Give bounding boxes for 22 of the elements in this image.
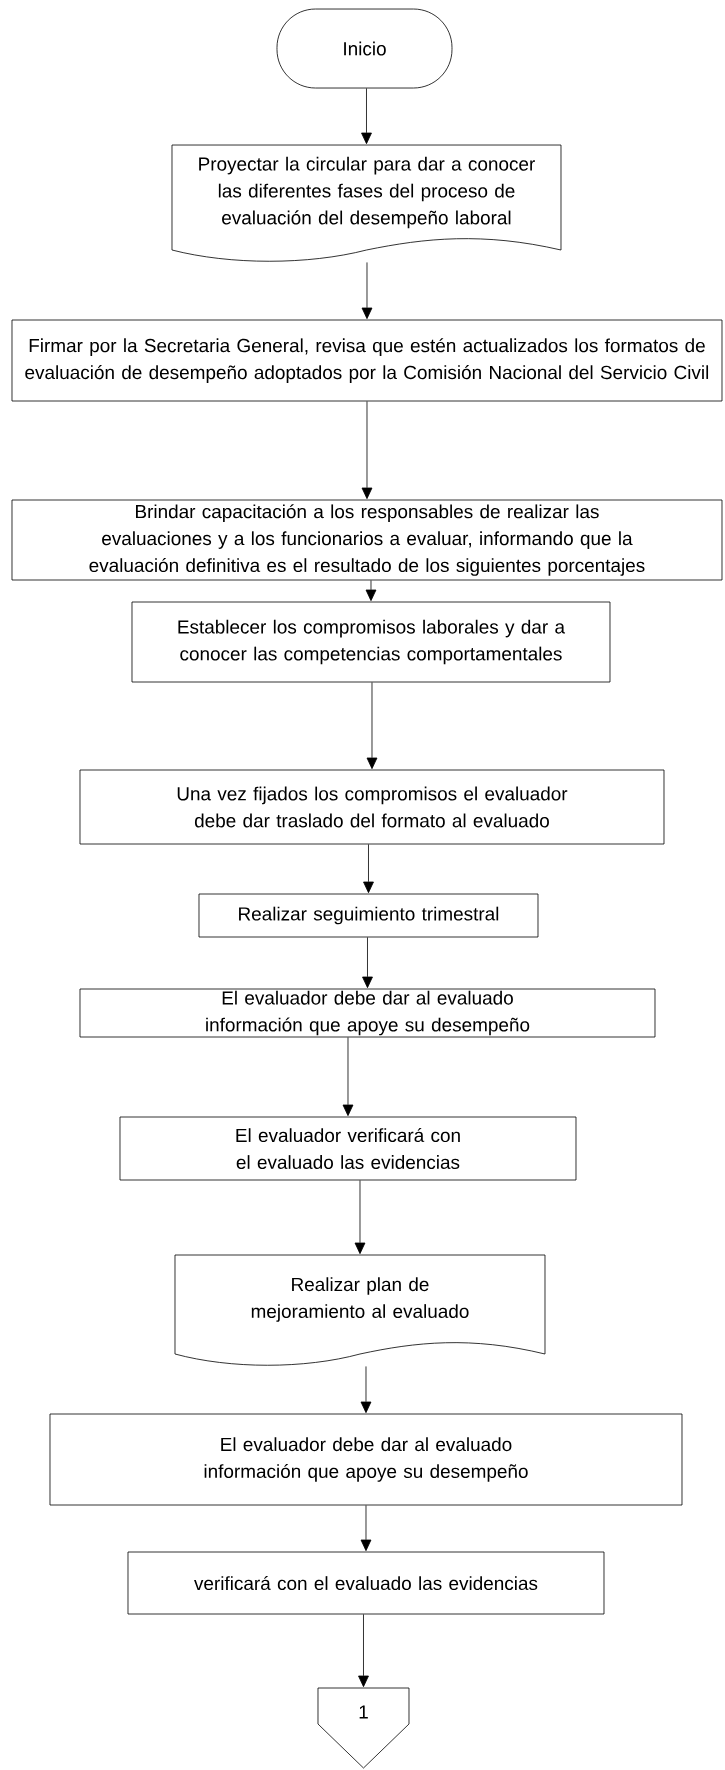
arrow: [354, 1180, 366, 1255]
process-box: El evaluador debe dar al evaluado información que apoye su desempeño: [49, 1413, 683, 1506]
process-box: Establecer los compromisos laborales y dar a conocer las competencias comportamentales: [131, 601, 611, 683]
arrow: [365, 580, 377, 602]
process-box: El evaluador verificará con el evaluado las evidencias: [119, 1116, 577, 1181]
arrow: [361, 88, 372, 145]
process-box: Una vez fijados los compromisos el evaluador debe dar traslado del formato al evaluado: [79, 769, 665, 845]
off-page-connector: 1: [317, 1687, 410, 1769]
arrow: [358, 1614, 369, 1688]
arrow: [363, 844, 374, 894]
arrow: [360, 1366, 372, 1414]
process-box: verificará con el evaluado las evidencias: [127, 1551, 605, 1615]
arrow: [366, 682, 378, 770]
arrow: [342, 1037, 354, 1117]
arrow: [361, 401, 373, 500]
arrow: [360, 1505, 372, 1552]
process-box: Brindar capacitación a los responsables de realizar las evaluaciones y a los funcionarios a evaluar, informando que la evaluación definitiva es el resultado de los siguientes porcentajes: [11, 499, 723, 581]
arrow: [361, 262, 373, 320]
process-box: Realizar seguimiento trimestral: [198, 893, 539, 938]
process-box: Firmar por la Secretaria General, revisa que estén actualizados los formatos de evaluación de desempeño adoptados por la Comisión Nacional del Servicio Civil: [11, 319, 723, 402]
process-box: El evaluador debe dar al evaluado información que apoye su desempeño: [79, 988, 656, 1038]
arrow: [362, 937, 373, 989]
